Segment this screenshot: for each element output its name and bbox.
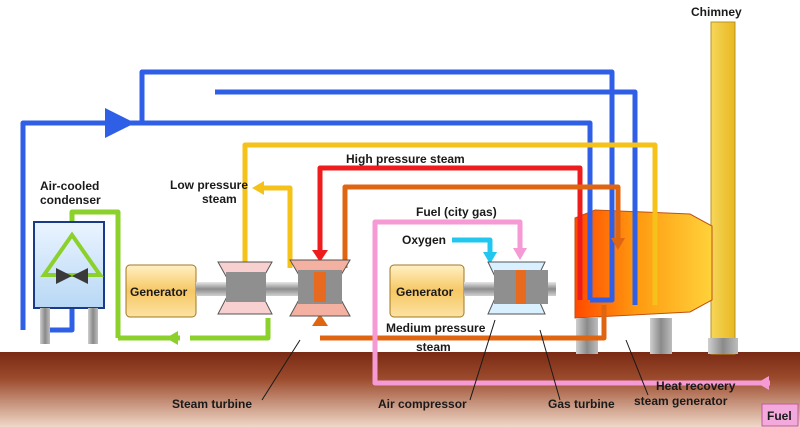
high-pressure-steam-line [317, 165, 583, 300]
fuel-inlet-arrow [757, 376, 769, 390]
generator-left-label: Generator [130, 285, 188, 299]
fan-icon [56, 268, 88, 284]
steam-turbine-lp-blades [226, 272, 266, 302]
air-compressor-label: Air compressor [378, 397, 467, 411]
fuel-box [761, 403, 799, 427]
medium-pressure-steam-line [320, 184, 621, 341]
chimney-stack [710, 21, 736, 355]
low-pressure-label-1: Low pressure [170, 178, 248, 192]
oxygen-arrow [483, 252, 497, 264]
low-pressure-label-2: steam [202, 192, 237, 206]
medium-pressure-label-2: steam [416, 340, 451, 354]
generator-right-label: Generator [396, 285, 454, 299]
hrsg-label-1: Heat recovery [656, 379, 736, 393]
condenser-leg-2 [88, 308, 98, 344]
combustor [516, 270, 526, 304]
medium-pressure-label-1: Medium pressure [386, 321, 486, 335]
air-compressor-blades [494, 270, 516, 304]
air-cooled-label-2: condenser [40, 193, 101, 207]
low-pressure-steam-line [242, 142, 658, 305]
hrsg-leg-2 [650, 318, 672, 354]
condenser-coil [40, 231, 104, 277]
high-pressure-arrow [312, 250, 328, 262]
gas-turbine-blades [526, 270, 548, 304]
steam-turbine-label: Steam turbine [172, 397, 252, 411]
fuel-city-gas-label: Fuel (city gas) [416, 205, 497, 219]
fuel-line [372, 219, 770, 386]
green-arrow [166, 331, 178, 345]
orange-down-arrow [611, 238, 625, 250]
chimney-base [708, 338, 738, 354]
fuel-arrow [513, 248, 527, 260]
chimney-label: Chimney [691, 5, 742, 19]
hrsg-label-2: steam generator [634, 394, 728, 408]
low-pressure-arrow [252, 181, 264, 195]
gas-turbine-label: Gas turbine [548, 397, 615, 411]
condenser-leg-1 [40, 308, 50, 344]
steam-turbine-hp-core [314, 272, 326, 302]
medium-pressure-arrow [312, 314, 328, 326]
fuel-box-label: Fuel [767, 409, 792, 423]
oxygen-label: Oxygen [402, 233, 446, 247]
leader-lines [261, 319, 649, 401]
oxygen-line [452, 237, 493, 254]
high-pressure-label: High pressure steam [346, 152, 465, 166]
air-cooled-label-1: Air-cooled [40, 179, 99, 193]
ground [0, 352, 800, 427]
